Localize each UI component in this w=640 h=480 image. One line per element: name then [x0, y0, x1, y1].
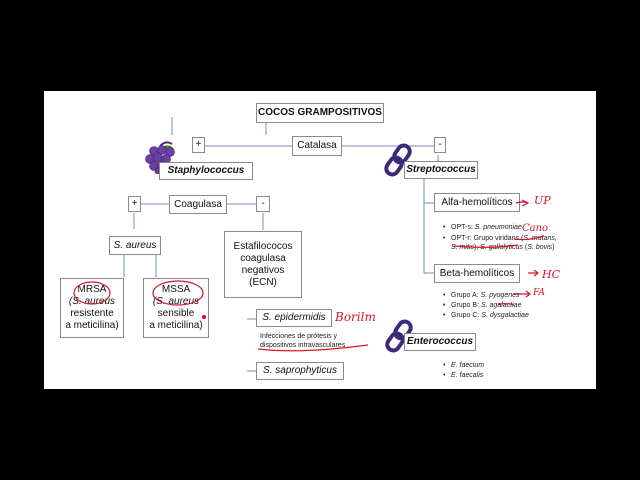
sep-3: ) [552, 244, 555, 251]
mrsa-species: (S. aureus [68, 296, 116, 307]
mrsa-line-2: resistente [70, 308, 114, 319]
alfa-item-2-species: S. mutans, [523, 235, 557, 242]
title-box: COCOS GRAMPOSITIVOS [256, 103, 384, 123]
staphylococcus-box: Staphylococcus [159, 162, 253, 180]
handwriting-hc: HC [542, 268, 561, 281]
beta-item-2: Grupo B: S. agalactiae [443, 301, 522, 310]
epidermidis-note-line-1: Infecciones de prótesis y [260, 333, 338, 340]
coagulasa-positive-box: + [128, 196, 141, 212]
handwriting-cano: Cano [522, 223, 549, 234]
beta-item-1: Grupo A: S. pyogenes [443, 291, 520, 300]
mrsa-label: MRSA [77, 284, 107, 295]
red-annotations [73, 199, 545, 352]
mrsa-line-3: a meticilina) [65, 320, 119, 331]
catalasa-negative-box: - [434, 137, 446, 153]
catalasa-box: Catalasa [292, 136, 342, 156]
beta-item-1-group: Grupo A: [451, 292, 481, 299]
mrsa-box: MRSA (S. aureus resistente a meticilina) [60, 278, 124, 338]
handwriting-fa: FA [533, 288, 545, 298]
beta-item-2-group: Grupo B: [451, 302, 481, 309]
species-mitis: S. mitis [451, 244, 474, 251]
catalasa-positive-box: + [192, 137, 205, 153]
species-gallolyticus: S. gallolyticus [480, 244, 523, 251]
alfa-item-2: OPT-r: Grupo viridans (S. mutans, [443, 234, 557, 243]
handwriting-boril: Borilm [335, 310, 376, 324]
beta-item-3-group: Grupo C: [451, 312, 482, 319]
alfa-item-1: OPT-s: S. pneumoniae [443, 223, 522, 232]
beta-item-2-species: S. agalactiae [480, 302, 522, 309]
alfa-item-1-species: S. pneumoniae [474, 224, 522, 231]
s-saprophyticus-box: S. saprophyticus [256, 362, 344, 380]
coagulasa-negative-box: - [256, 196, 270, 212]
alfa-item-2-prefix: OPT-r: Grupo viridans ( [451, 235, 524, 242]
entero-item-2: E. faecalis [443, 371, 483, 380]
beta-item-1-species: S. pyogenes [480, 292, 520, 299]
beta-item-3-species: S. dysgalactiae [481, 312, 529, 319]
coagulasa-box: Coagulasa [169, 195, 227, 214]
s-aureus-box: S. aureus [109, 236, 161, 255]
entero-item-1: E. faecium [443, 361, 484, 370]
ecn-box: Estafilococos coagulasa negativos (ECN) [224, 231, 302, 298]
ecn-line-4: (ECN) [249, 276, 277, 288]
mssa-box: MSSA (S. aureus sensible a meticilina) [143, 278, 209, 338]
sep-2: ( [522, 244, 528, 251]
mssa-label: MSSA [161, 284, 191, 295]
epidermidis-note-line-2: dispositivos intravasculares [260, 342, 346, 349]
ecn-line-1: Estafilococos [233, 240, 293, 252]
streptococcus-box: Streptococcus [404, 161, 478, 179]
connector-lines [123, 117, 439, 372]
mssa-line-2: sensible [157, 308, 195, 319]
beta-hemoliticos-box: Beta-hemolíticos [434, 264, 520, 283]
handwriting-up: UP [534, 194, 551, 207]
mssa-line-3: a meticilina) [149, 320, 203, 331]
mssa-species: (S. aureus [152, 296, 200, 307]
enterococcus-box: Enterococcus [404, 333, 476, 351]
ecn-line-2: coagulasa [240, 252, 286, 264]
s-epidermidis-box: S. epidermidis [256, 309, 332, 327]
slide: COCOS GRAMPOSITIVOS Catalasa + - Staphyl… [44, 91, 596, 389]
beta-item-3: Grupo C: S. dysgalactiae [443, 311, 529, 320]
alfa-item-1-prefix: OPT-s: [451, 224, 475, 231]
species-bovis: S. bovis [527, 244, 553, 251]
ecn-line-3: negativos [241, 264, 285, 276]
grapes-icon [145, 141, 175, 174]
chain-icon [384, 143, 412, 177]
